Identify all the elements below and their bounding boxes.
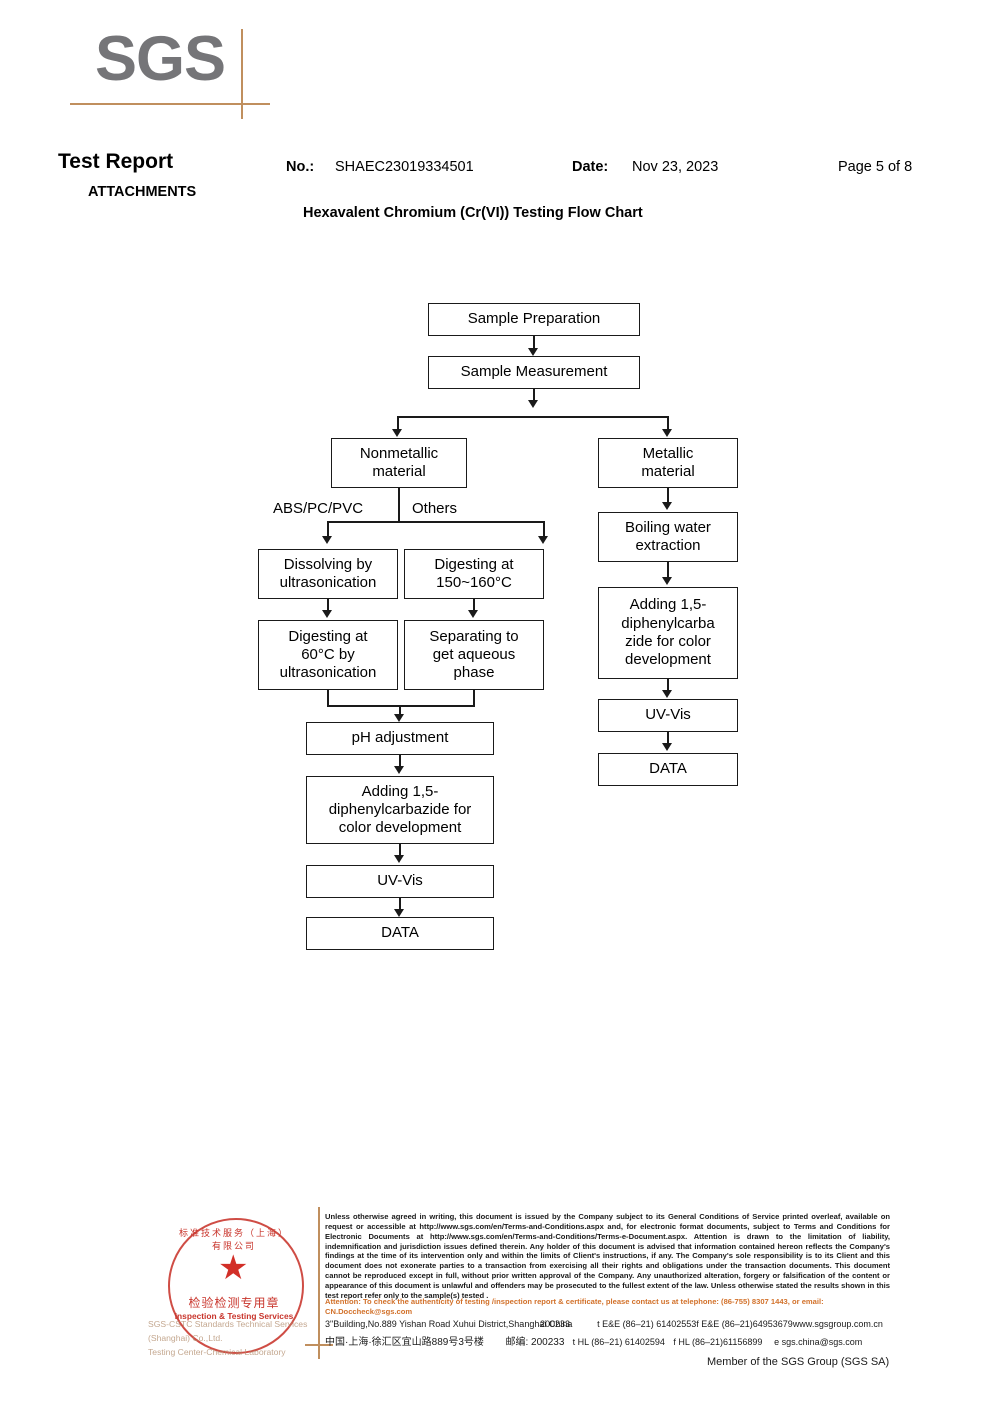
company-watermark-line2: Testing Center-Chemical Laboratory [148,1346,286,1357]
page-number: Page 5 of 8 [838,159,913,175]
address-en: 3"Building,No.889 Yishan Road Xuhui Dist… [325,1319,573,1329]
legal-disclaimer: Unless otherwise agreed in writing, this… [325,1212,890,1300]
connector-line [533,336,535,349]
sgs-logo: SGS [95,24,226,94]
node-digesting-150-160: Digesting at 150~160°C [404,549,544,599]
connector-line [399,755,401,767]
footer-vertical-rule [318,1207,320,1359]
logo-horizontal-rule [70,103,270,105]
report-no-value: SHAEC23019334501 [335,159,474,175]
report-date-label: Date: [572,159,609,175]
node-boiling-water-extraction: Boiling water extraction [598,512,738,562]
inspection-seal: 标准技术服务（上海）有限公司 ★ 检验检测专用章 Inspection & Te… [168,1218,304,1354]
testing-flow-chart: Sample Preparation Sample Measurement No… [258,303,738,950]
connector-line [667,732,669,744]
connector-line [667,416,669,430]
report-no-label: No.: [286,159,315,175]
connector-line [543,521,545,537]
connector-arrow [662,577,672,585]
connector-line [398,488,400,522]
connector-arrow [528,400,538,408]
footer-crosshair-rule [305,1344,333,1346]
node-data-left: DATA [306,917,494,950]
connector-arrow [662,429,672,437]
node-nonmetallic-material: Nonmetallic material [331,438,467,488]
node-ph-adjustment: pH adjustment [306,722,494,755]
postcode-en: 200233 [540,1319,571,1329]
node-dissolving-by-ultrasonication: Dissolving by ultrasonication [258,549,398,599]
connector-arrow [394,855,404,863]
member-of-sgs-group: Member of the SGS Group (SGS SA) [707,1356,890,1368]
connector-arrow [394,766,404,774]
tel-en: t E&E (86–21) 61402553 [597,1319,697,1329]
node-adding-dpc-left: Adding 1,5- diphenylcarbazide for color … [306,776,494,844]
connector-arrow [322,610,332,618]
connector-line [667,562,669,578]
edge-label-others: Others [412,500,458,517]
connector-arrow [538,536,548,544]
connector-line [399,844,401,856]
connector-split-bar [397,416,669,418]
report-date-value: Nov 23, 2023 [632,159,719,175]
node-sample-preparation: Sample Preparation [428,303,640,336]
connector-arrow [662,690,672,698]
logo-area: SGS [0,0,1000,130]
connector-arrow [528,348,538,356]
address-cn: 中国·上海·徐汇区宜山路889号3号楼 [325,1337,484,1348]
address-row-english: 3"Building,No.889 Yishan Road Xuhui Dist… [325,1319,900,1329]
address-block: 3"Building,No.889 Yishan Road Xuhui Dist… [325,1319,900,1352]
postcode-cn: 邮编: 200233 [505,1337,565,1348]
node-sample-measurement: Sample Measurement [428,356,640,389]
connector-arrow [322,536,332,544]
node-uv-vis-left: UV-Vis [306,865,494,898]
connector-arrow [662,743,672,751]
connector-split-bar [327,521,544,523]
node-uv-vis-right: UV-Vis [598,699,738,732]
address-row-chinese: 中国·上海·徐汇区宜山路889号3号楼 邮编: 200233 t HL (86–… [325,1333,900,1348]
seal-english-text: Inspection & Testing Services [174,1311,294,1321]
edge-label-abs-pc-pvc: ABS/PC/PVC [273,500,364,517]
connector-arrow [468,610,478,618]
fax-en: f E&E (86–21)64953679 [696,1319,793,1329]
email: e sgs.china@sgs.com [774,1337,863,1347]
connector-line [473,690,475,706]
flowchart-title: Hexavalent Chromium (Cr(VI)) Testing Flo… [303,205,643,221]
connector-line [667,679,669,691]
website: www.sgsgroup.com.cn [792,1319,883,1329]
connector-line [327,599,329,611]
connector-line [473,599,475,611]
seal-middle-text: 检验检测专用章 [188,1296,280,1310]
connector-arrow [662,502,672,510]
tel-cn: t HL (86–21) 61402594 [572,1337,665,1347]
company-watermark-text: SGS-CSTC Standards Technical Services (S… [148,1318,333,1359]
node-metallic-material: Metallic material [598,438,738,488]
connector-line [397,416,399,430]
node-adding-dpc-right: Adding 1,5- diphenylcarba zide for color… [598,587,738,679]
page-title: Test Report [58,150,174,173]
connector-arrow [394,909,404,917]
connector-line [327,521,329,537]
node-digesting-60-ultrasonication: Digesting at 60°C by ultrasonication [258,620,398,690]
node-data-right: DATA [598,753,738,786]
node-separating-aqueous-phase: Separating to get aqueous phase [404,620,544,690]
connector-line [399,898,401,910]
connector-line [667,488,669,503]
connector-line [533,389,535,401]
connector-line [399,705,401,715]
company-watermark-line1: SGS-CSTC Standards Technical Services (S… [148,1319,308,1343]
seal-top-text: 标准技术服务（上海）有限公司 [178,1228,289,1251]
attachments-label: ATTACHMENTS [88,184,197,200]
attention-notice: Attention: To check the authenticity of … [325,1297,824,1316]
connector-line [327,690,329,706]
fax-cn: f HL (86–21)61156899 [673,1337,763,1347]
connector-arrow [392,429,402,437]
connector-merge-bar [327,705,475,707]
logo-vertical-rule [241,29,243,119]
seal-circle [168,1218,304,1354]
connector-arrow [394,714,404,722]
star-icon: ★ [218,1249,249,1287]
